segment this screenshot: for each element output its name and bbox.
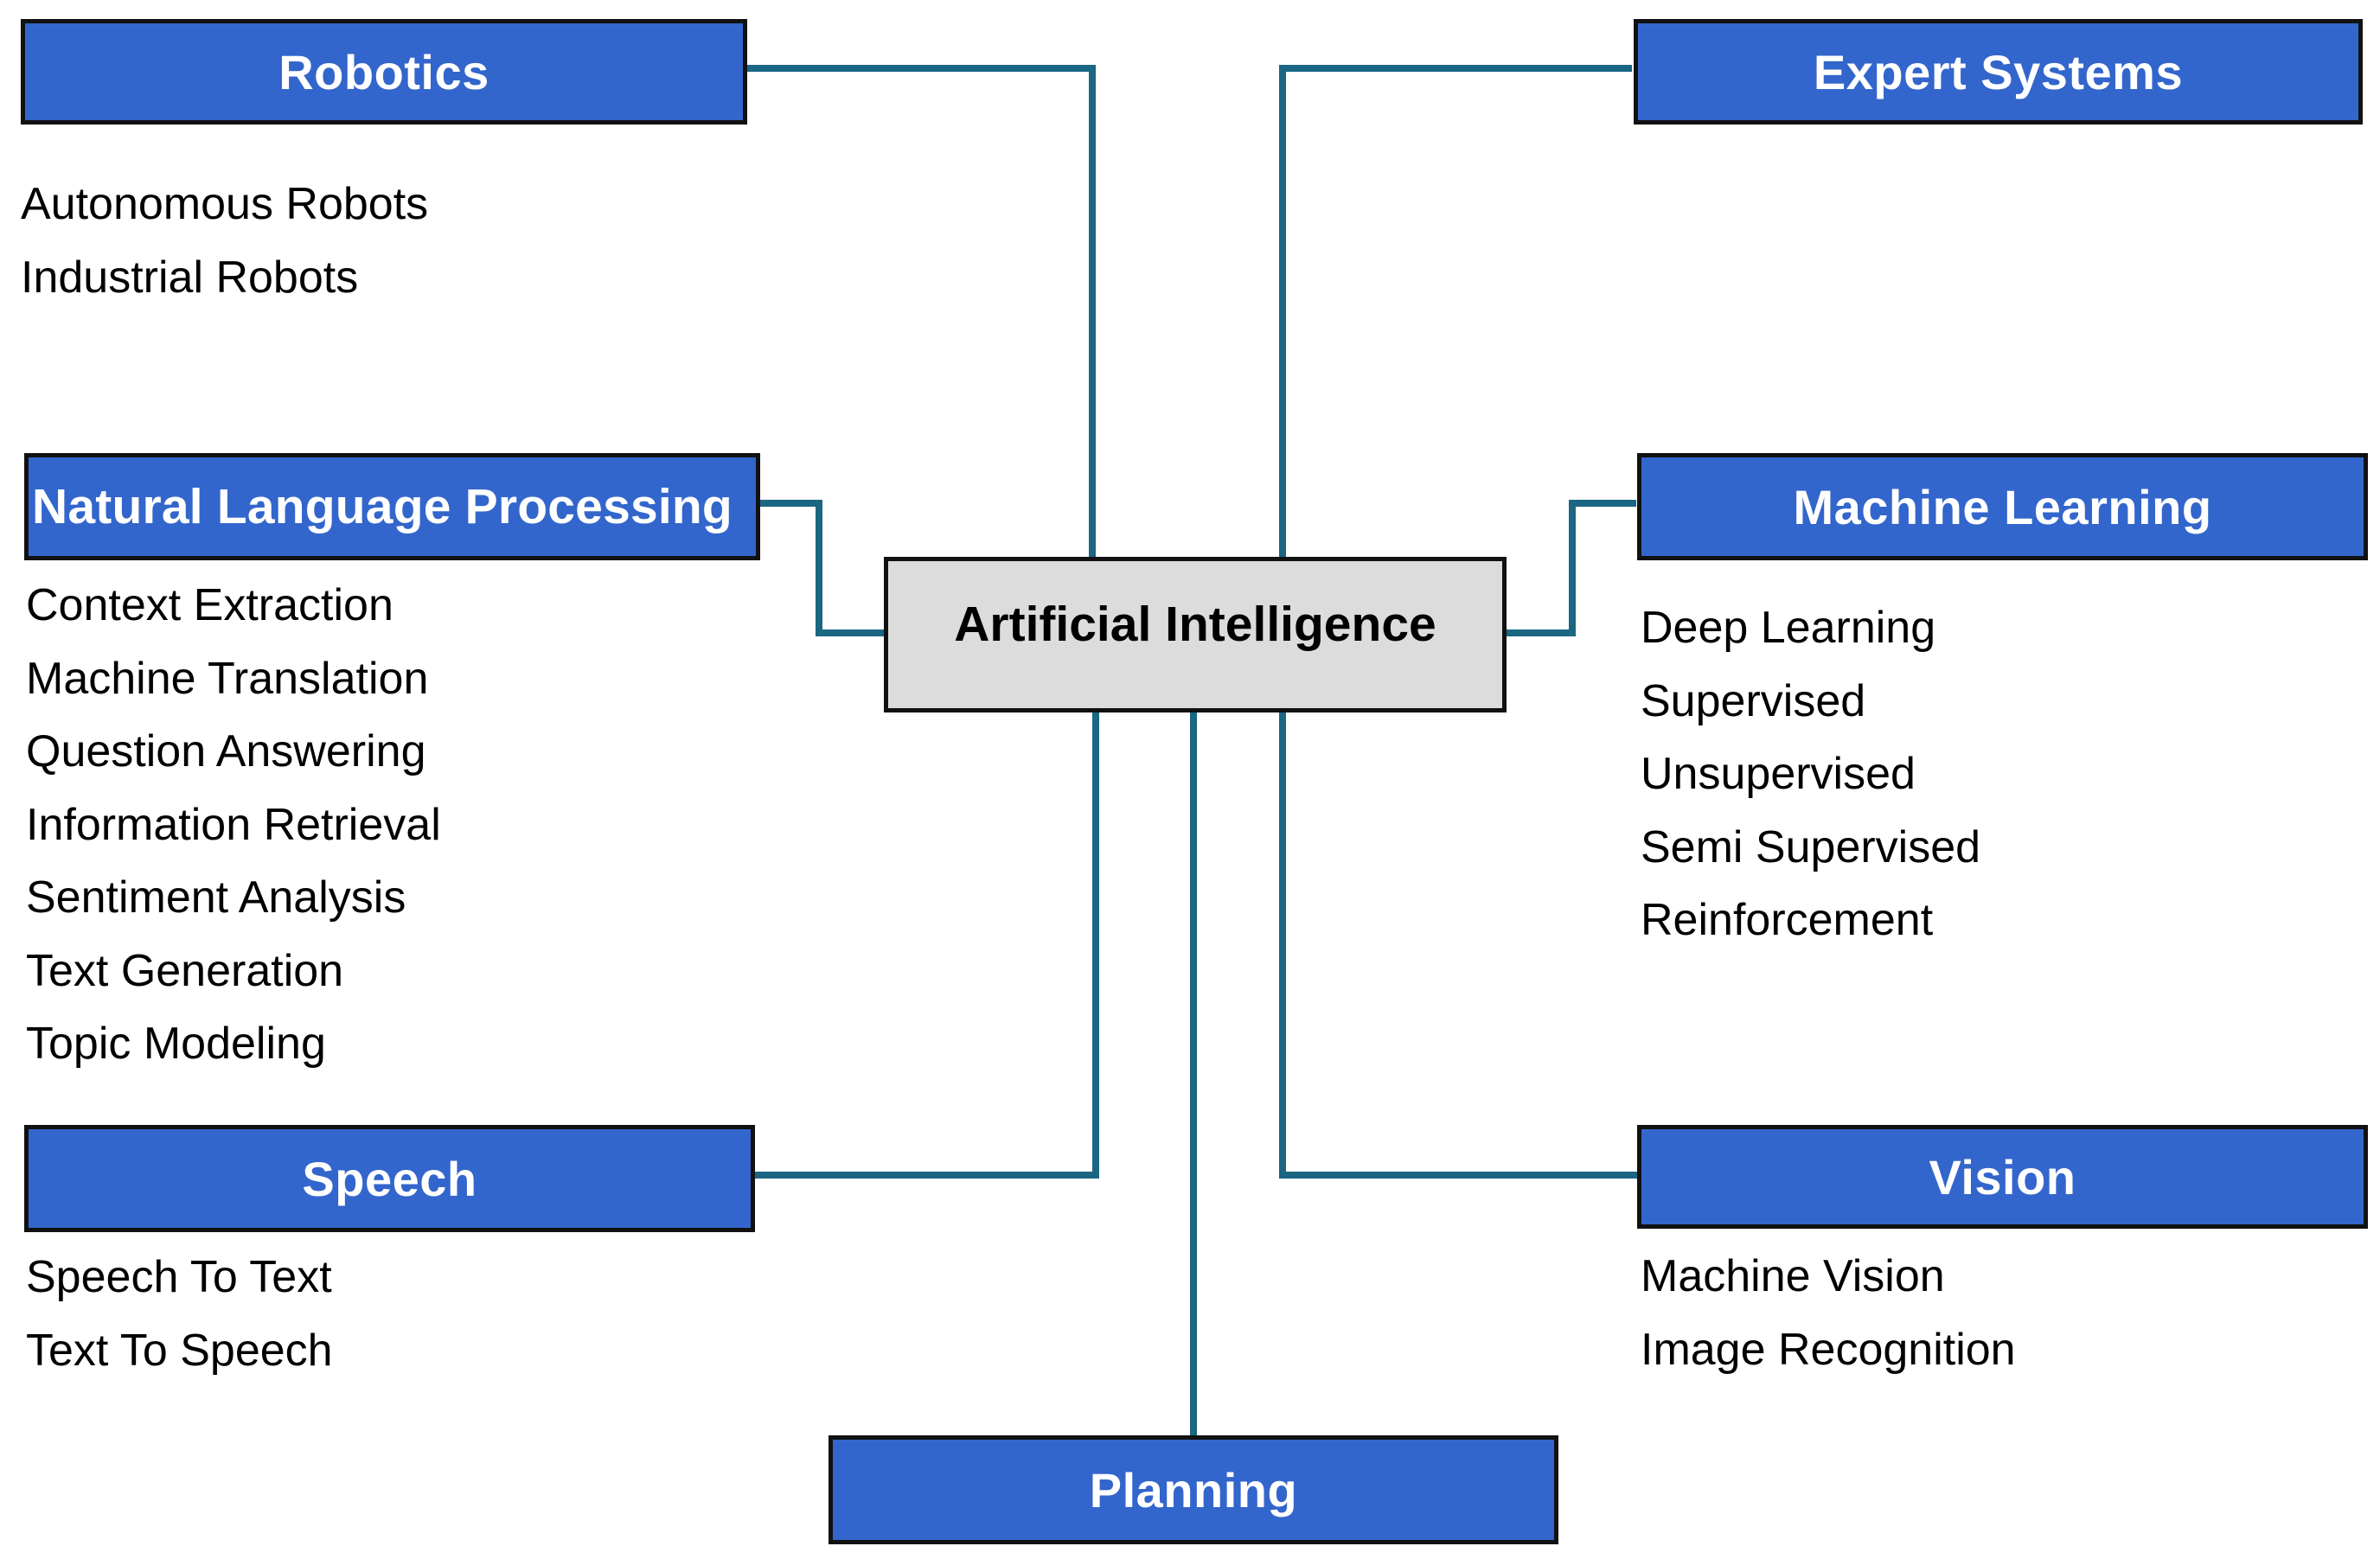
list-item: Text To Speech [26,1325,333,1376]
category-label-machine-learning: Machine Learning [1793,479,2212,534]
connector-speech [752,712,1099,1179]
category-label-speech: Speech [302,1151,477,1206]
category-box-machine-learning: Machine Learning [1637,453,2368,560]
list-item: Industrial Robots [21,252,359,303]
category-label-vision: Vision [1929,1149,2076,1204]
nlp-items: Context Extraction Machine Translation Q… [26,569,441,1081]
list-item: Sentiment Analysis [26,872,406,923]
center-node-artificial-intelligence: Artificial Intelligence [884,557,1507,712]
robotics-items: Autonomous Robots Industrial Robots [21,168,428,314]
list-item: Supervised [1641,675,1866,726]
speech-items: Speech To Text Text To Speech [26,1241,333,1387]
list-item: Question Answering [26,726,426,776]
connector-vision [1279,712,1640,1179]
list-item: Deep Learning [1641,603,1936,653]
list-item: Speech To Text [26,1252,332,1302]
connector-robotics [744,65,1096,557]
list-item: Text Generation [26,945,344,996]
category-label-robotics: Robotics [278,44,489,99]
center-node-label: Artificial Intelligence [954,597,1436,652]
list-item: Unsupervised [1641,749,1916,799]
list-item: Information Retrieval [26,799,441,850]
list-item: Topic Modeling [26,1019,326,1069]
list-item: Reinforcement [1641,895,1934,945]
connector-nlp [758,500,884,636]
connector-machine-learning [1507,500,1636,636]
category-box-vision: Vision [1637,1125,2368,1229]
list-item: Image Recognition [1641,1324,2016,1375]
list-item: Context Extraction [26,580,393,630]
category-label-planning: Planning [1089,1462,1298,1517]
category-label-nlp: Natural Language Processing [32,479,733,534]
category-box-nlp: Natural Language Processing [24,453,760,560]
category-box-expert-systems: Expert Systems [1634,19,2363,125]
list-item: Semi Supervised [1641,821,1981,872]
machine-learning-items: Deep Learning Supervised Unsupervised Se… [1641,591,1980,957]
category-box-speech: Speech [24,1125,755,1232]
category-box-robotics: Robotics [21,19,747,125]
list-item: Machine Vision [1641,1251,1945,1301]
category-label-expert-systems: Expert Systems [1813,44,2184,99]
connector-expert-systems [1279,65,1632,557]
list-item: Autonomous Robots [21,179,429,229]
list-item: Machine Translation [26,653,429,704]
vision-items: Machine Vision Image Recognition [1641,1240,2016,1386]
category-box-planning: Planning [829,1435,1558,1544]
